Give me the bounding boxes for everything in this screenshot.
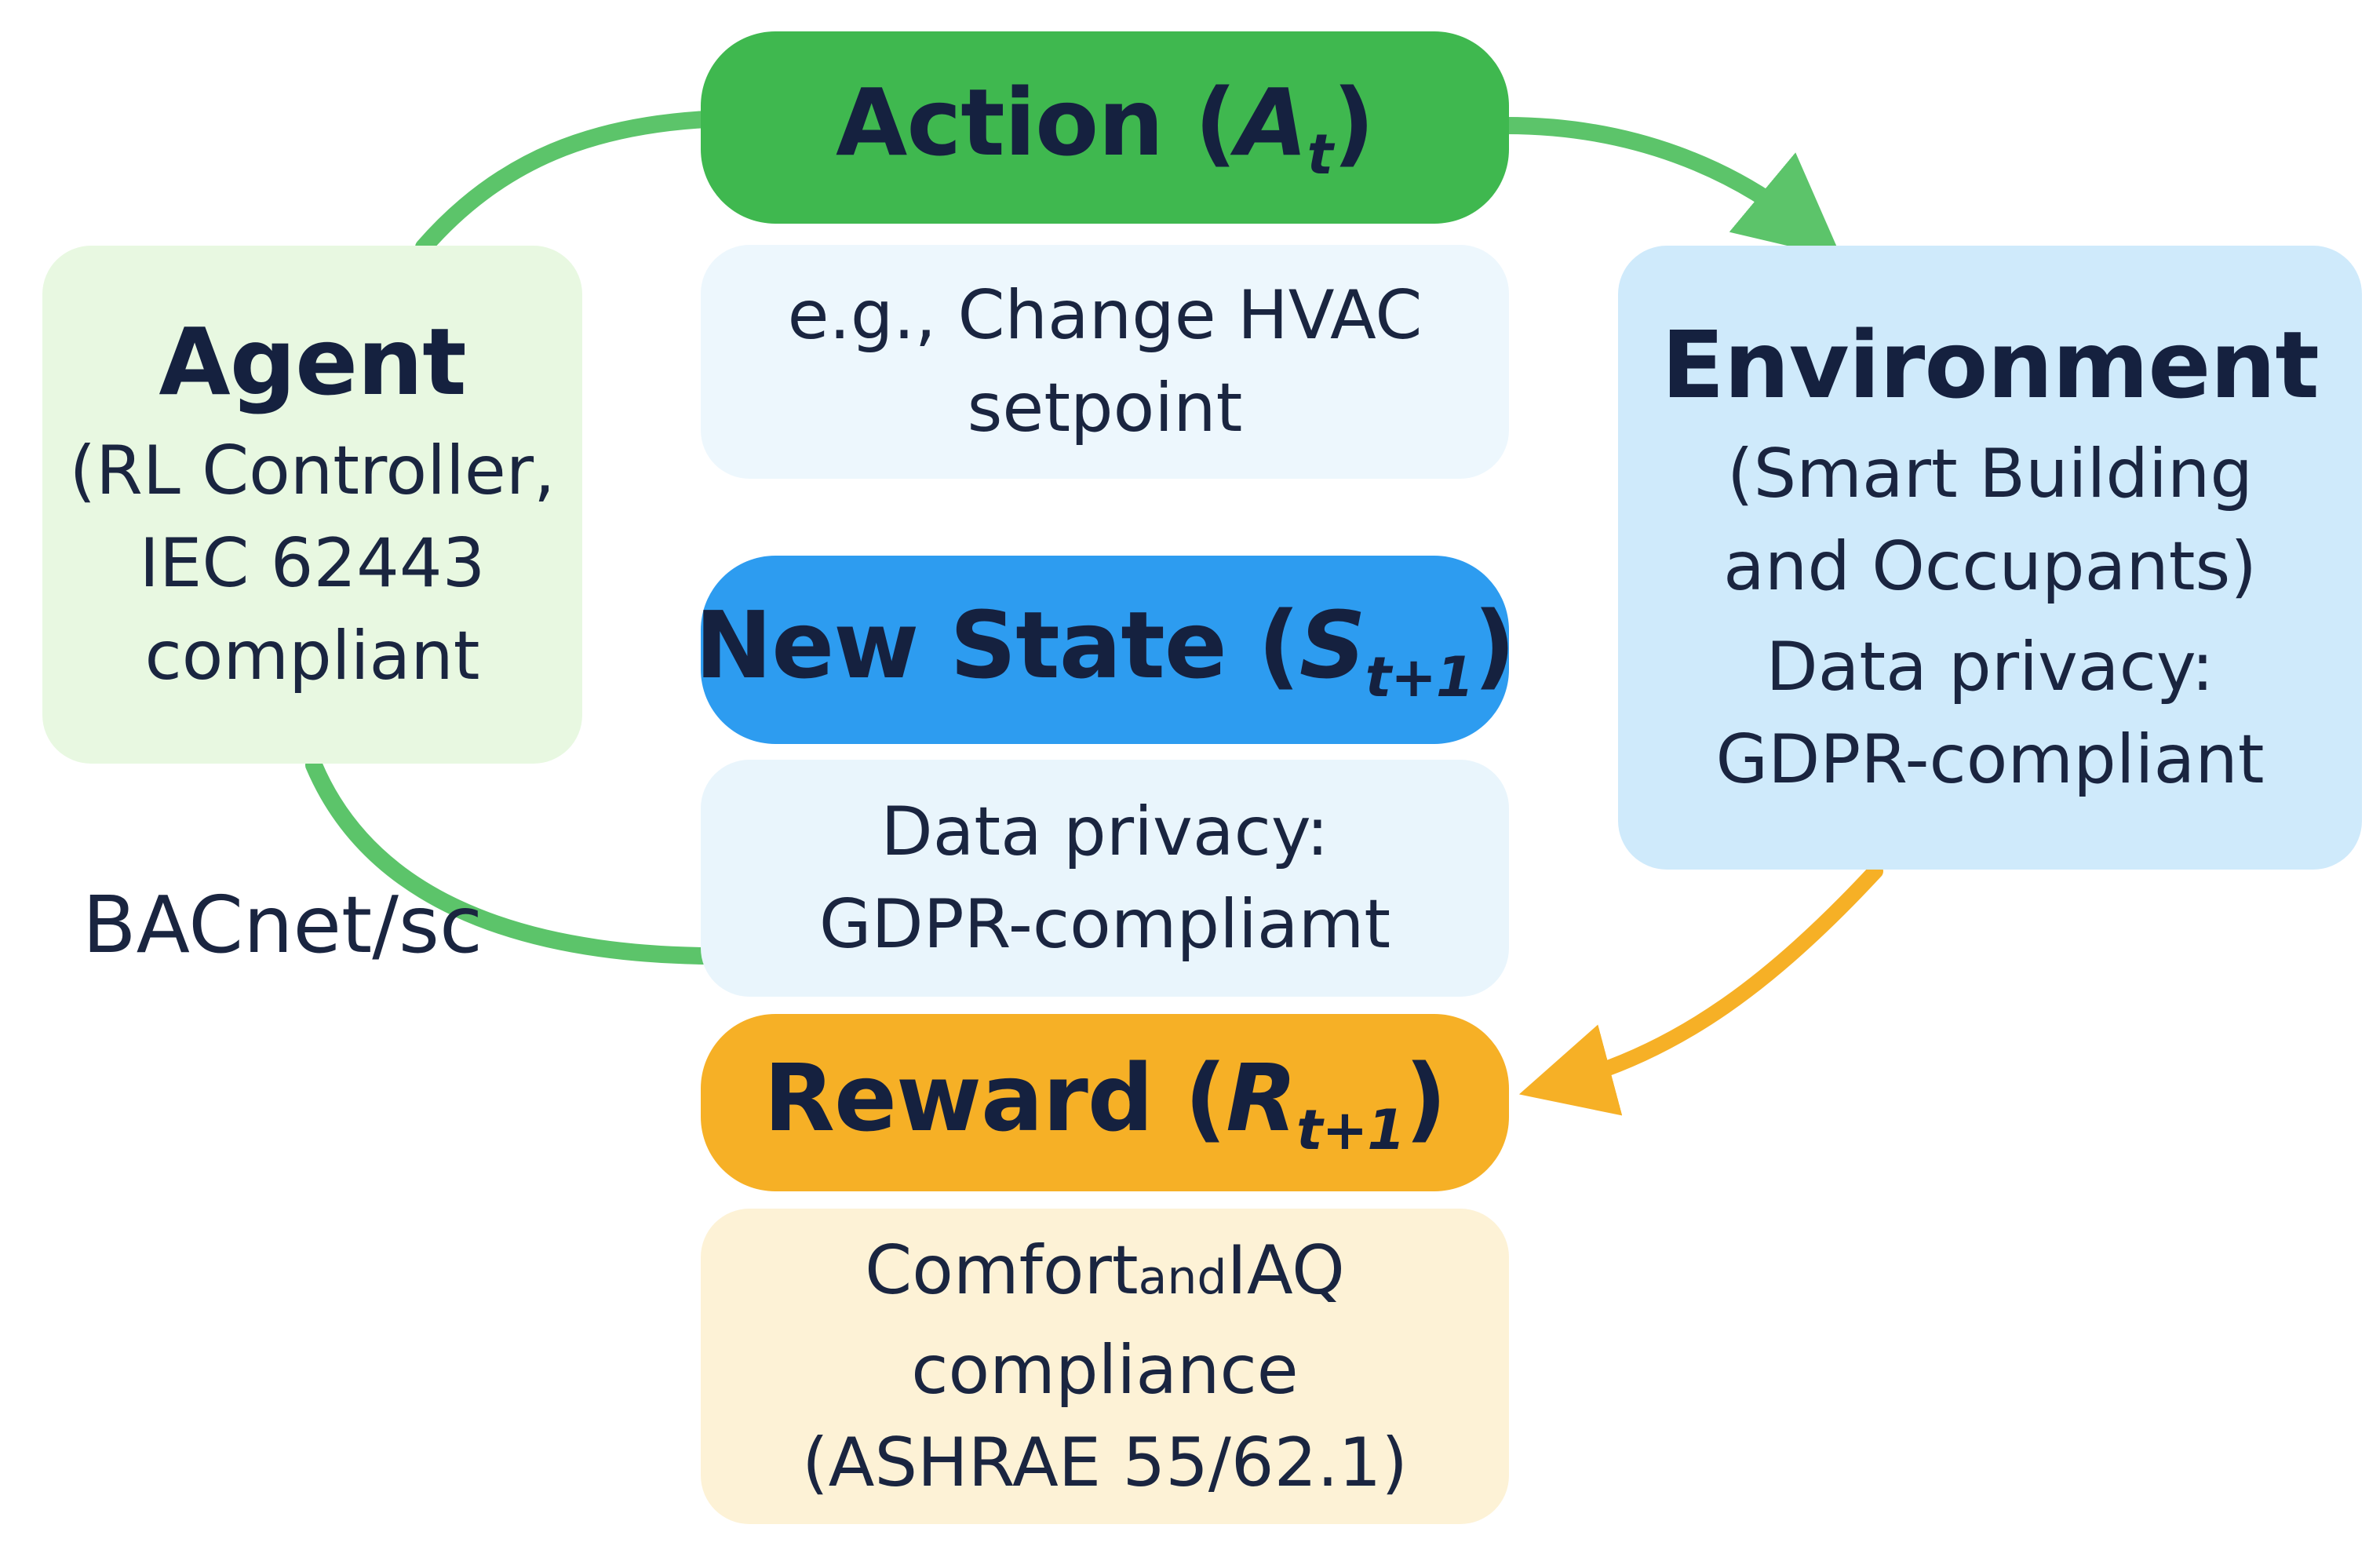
action-subscript: t — [1307, 122, 1333, 187]
reward-description: ComfortandIAQ compliance (ASHRAE 55/62.1… — [701, 1209, 1509, 1524]
agent-box: Agent (RL Controller, IEC 62443 complian… — [42, 246, 582, 764]
action-close: ) — [1332, 68, 1375, 177]
new-state-desc-line-2: GDPR-compliamt — [818, 885, 1391, 964]
new-state-description: Data privacy: GDPR-compliamt — [701, 760, 1509, 997]
new-state-close: ) — [1473, 590, 1516, 699]
action-label: Action ( — [836, 68, 1237, 177]
action-pill: Action (At) — [701, 31, 1509, 224]
action-description: e.g., Change HVAC setpoint — [701, 245, 1509, 479]
protocol-label: BACnet/sc — [82, 879, 483, 971]
agent-line-3: compliant — [144, 617, 480, 695]
new-state-title: New State (St+1) — [694, 590, 1516, 709]
environment-to-reward-arrow — [1518, 863, 1883, 1116]
reward-desc-and: and — [1138, 1249, 1227, 1305]
environment-line-4: GDPR-compliant — [1715, 720, 2265, 799]
reward-label: Reward ( — [764, 1043, 1226, 1152]
reward-close: ) — [1404, 1043, 1447, 1152]
new-state-symbol: S — [1299, 590, 1366, 699]
reward-symbol: R — [1226, 1043, 1297, 1152]
new-state-subscript: t+1 — [1365, 644, 1474, 709]
action-to-environment-arrow — [1498, 117, 1842, 259]
reward-desc-iaq: IAQ — [1226, 1231, 1345, 1310]
new-state-label: New State ( — [694, 590, 1299, 699]
reward-desc-line-1: ComfortandIAQ — [865, 1224, 1345, 1324]
reward-desc-line-2: compliance — [911, 1330, 1299, 1410]
agent-line-2: IEC 62443 — [139, 524, 486, 603]
environment-box: Environment (Smart Building and Occupant… — [1618, 246, 2362, 870]
reward-subscript: t+1 — [1296, 1097, 1405, 1162]
environment-line-2: and Occupants) — [1723, 527, 2257, 606]
new-state-desc-line-1: Data privacy: — [880, 793, 1329, 871]
reward-pill: Reward (Rt+1) — [701, 1014, 1509, 1191]
new-state-pill: New State (St+1) — [694, 556, 1516, 744]
state-to-agent-arrow — [305, 757, 715, 965]
action-desc-line-1: e.g., Change HVAC — [787, 276, 1423, 355]
agent-to-action-arrow — [415, 111, 715, 256]
environment-line-3: Data privacy: — [1766, 627, 2214, 706]
environment-title: Environment — [1661, 310, 2320, 419]
action-symbol: A — [1236, 68, 1307, 177]
action-desc-line-2: setpoint — [967, 369, 1243, 447]
action-title: Action (At) — [836, 68, 1375, 187]
environment-line-1: (Smart Building — [1727, 434, 2253, 513]
reward-title: Reward (Rt+1) — [764, 1043, 1447, 1162]
reward-desc-comfort: Comfort — [865, 1231, 1139, 1310]
agent-line-1: (RL Controller, — [69, 432, 556, 510]
agent-title: Agent — [159, 308, 466, 416]
reward-desc-line-3: (ASHRAE 55/62.1) — [802, 1423, 1408, 1502]
